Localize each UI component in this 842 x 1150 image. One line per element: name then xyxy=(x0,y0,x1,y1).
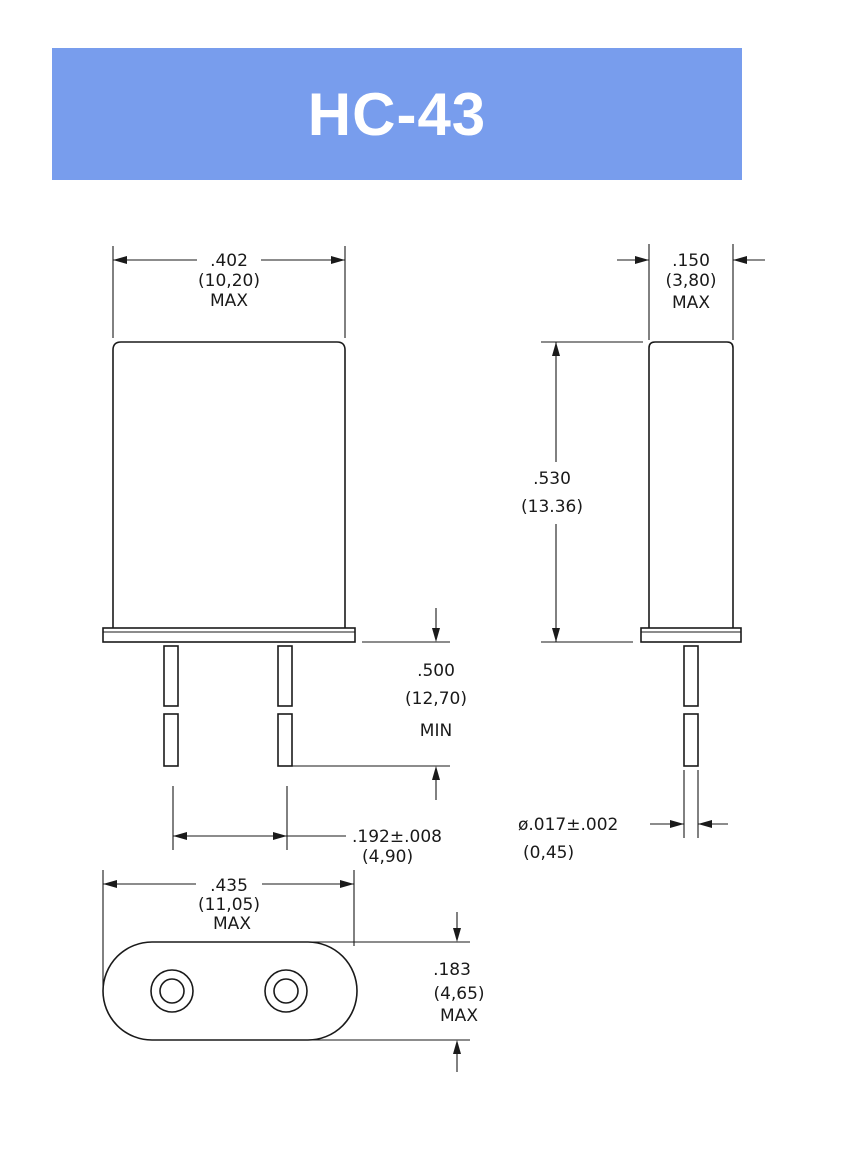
page-title: HC-43 xyxy=(307,80,487,148)
side-body xyxy=(648,341,734,628)
depth-dimension-line xyxy=(617,256,765,264)
base-outline xyxy=(102,941,358,1041)
base-width-mm-label: (11,05) xyxy=(198,895,260,915)
side-lead xyxy=(683,645,699,838)
depth-mm-label: (3,80) xyxy=(665,271,716,291)
can-body xyxy=(112,341,346,628)
base-depth-inch-label: .183 xyxy=(433,960,471,980)
lead-diameter-mm-label: (0,45) xyxy=(523,843,574,863)
lead-length-inch-label: .500 xyxy=(417,661,455,681)
pin-spacing-inch-label: .192±.008 xyxy=(352,827,442,847)
base-depth-mm-label: (4,65) xyxy=(433,984,484,1004)
side-flange xyxy=(640,627,742,643)
front-view: .402 (10,20) MAX .500 (12,70) MIN xyxy=(102,246,467,867)
lead-diameter-inch-label: ø.017±.002 xyxy=(518,815,618,835)
height-dimension xyxy=(541,341,643,643)
depth-note-label: MAX xyxy=(672,293,710,313)
bottom-view: .435 (11,05) MAX .183 (4,65) MAX xyxy=(102,870,485,1072)
base-depth-note-label: MAX xyxy=(440,1006,478,1026)
base-depth-dimension xyxy=(308,912,470,1072)
base-width-note-label: MAX xyxy=(213,914,251,934)
lead-length-dimension xyxy=(292,608,450,800)
height-inch-label: .530 xyxy=(533,469,571,489)
base-flange xyxy=(102,627,356,643)
pin-spacing-dimension xyxy=(172,786,346,850)
pin-hole-right xyxy=(264,969,308,1013)
height-mm-label: (13.36) xyxy=(521,497,583,517)
lead-length-mm-label: (12,70) xyxy=(405,689,467,709)
width-dimension-line xyxy=(113,256,345,264)
title-banner: HC-43 xyxy=(52,48,742,180)
depth-inch-label: .150 xyxy=(672,251,710,271)
side-view: .150 (3,80) MAX .530 (13.36) xyxy=(518,244,765,863)
width-mm-label: (10,20) xyxy=(198,271,260,291)
base-width-inch-label: .435 xyxy=(210,876,248,896)
width-note-label: MAX xyxy=(210,291,248,311)
lead-length-note-label: MIN xyxy=(420,721,452,741)
width-inch-label: .402 xyxy=(210,251,248,271)
front-leads xyxy=(163,645,293,767)
base-width-dimension-line xyxy=(103,880,354,888)
pin-spacing-mm-label: (4,90) xyxy=(362,847,413,867)
pin-hole-left xyxy=(150,969,194,1013)
lead-diameter-dimension xyxy=(650,820,728,828)
